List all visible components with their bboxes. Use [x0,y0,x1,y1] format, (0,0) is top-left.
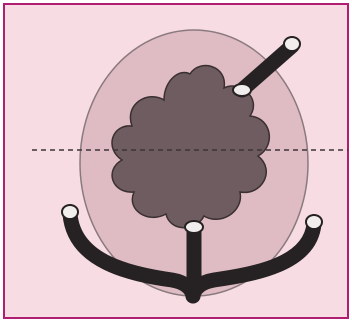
upper-tube-inner-end [233,84,251,96]
lower-right-tube-end [306,215,322,229]
lower-left-tube-end [62,205,78,219]
lower-center-tube-end [185,221,203,233]
upper-tube-outer-end [284,37,300,51]
